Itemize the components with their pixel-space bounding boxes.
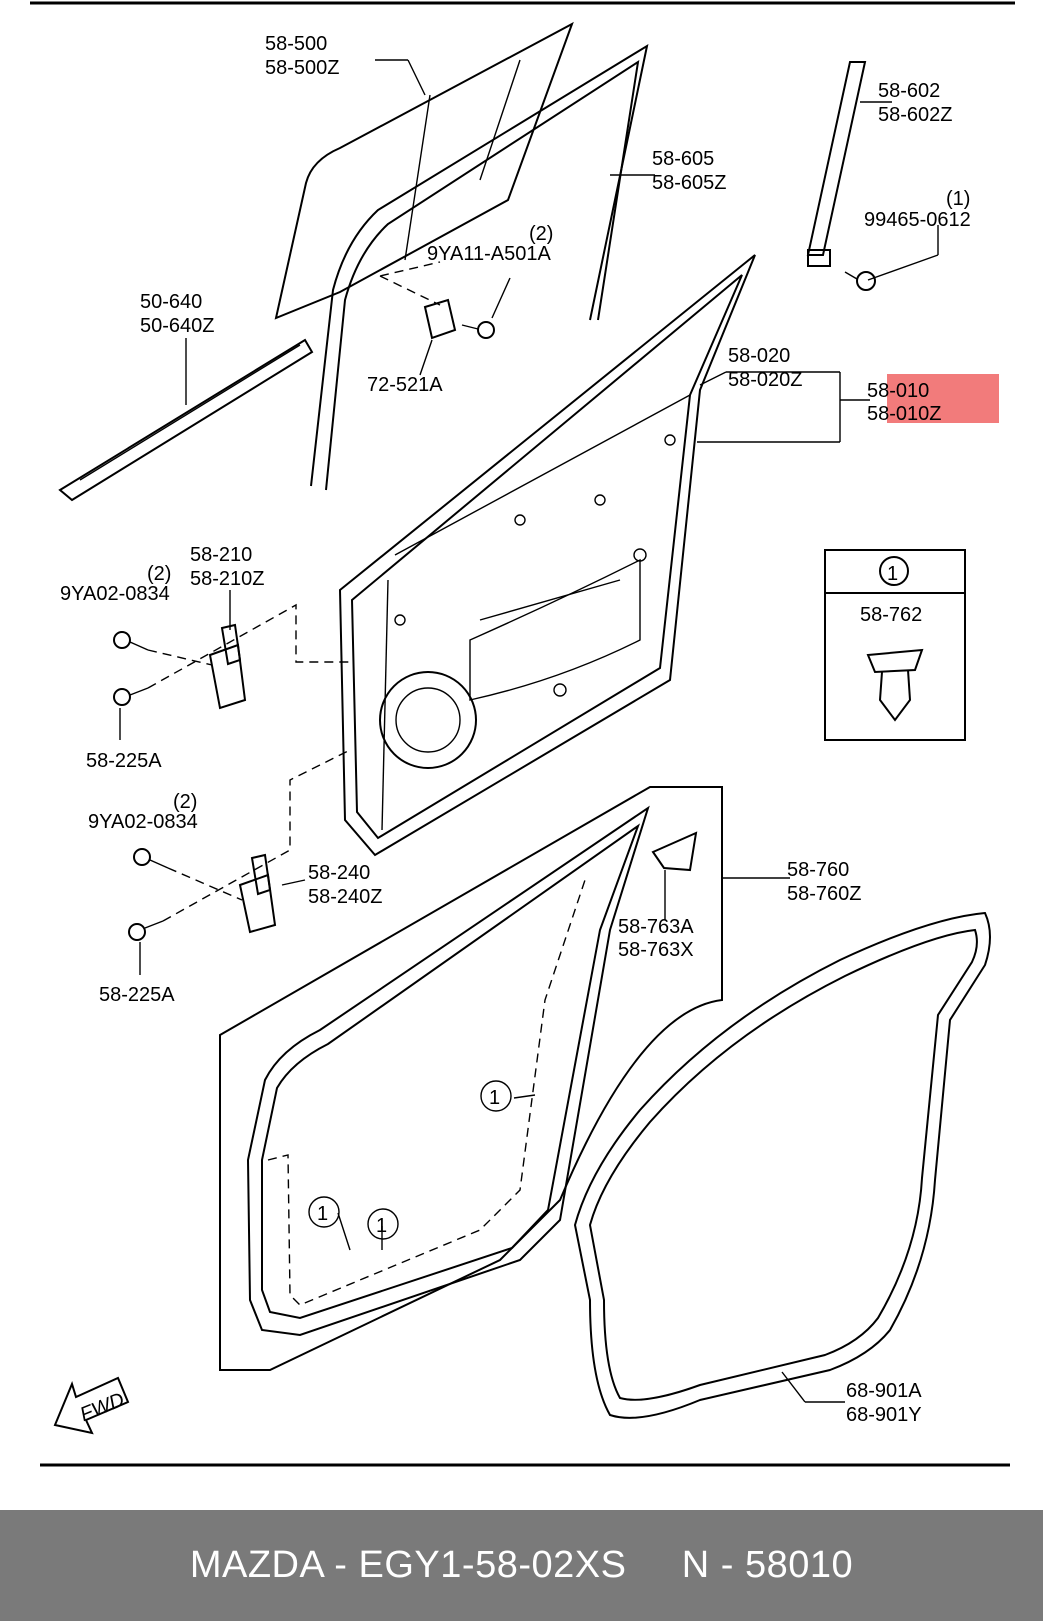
clip-detail-box [824, 549, 966, 741]
label-9ya02-a-qty: (2) [147, 563, 171, 585]
label-72-521a: 72-521A [367, 374, 443, 396]
label-58-763x: 58-763X [618, 939, 694, 961]
label-58-602: 58-602 [878, 80, 940, 102]
label-58-010z: 58-010Z [867, 403, 942, 425]
label-58-602z: 58-602Z [878, 104, 953, 126]
label-58-762: 58-762 [860, 604, 922, 626]
label-58-760z: 58-760Z [787, 883, 862, 905]
footer-brand: MAZDA [189, 1544, 324, 1586]
ref-callout-1a: 1 [480, 1080, 512, 1112]
label-50-640: 50-640 [140, 291, 202, 313]
label-58-020: 58-020 [728, 345, 790, 367]
label-58-210: 58-210 [190, 544, 252, 566]
label-9ya02-b: 9YA02-0834 [88, 811, 198, 833]
label-58-240z: 58-240Z [308, 886, 383, 908]
exploded-parts-diagram: FWD 1 1 1 1 58-500 58-500Z 58-605 58-605… [30, 1, 1015, 1467]
clip-box-ref-label: 1 [887, 563, 898, 585]
label-58-605: 58-605 [652, 148, 714, 170]
weatherstrip-box [219, 786, 723, 1371]
label-58-500: 58-500 [265, 33, 327, 55]
body-weatherstrip-drawing [573, 911, 991, 1419]
label-68-901a: 68-901A [846, 1380, 922, 1402]
label-9ya11-qty: (2) [529, 223, 553, 245]
label-68-901y: 68-901Y [846, 1404, 922, 1426]
label-58-500z: 58-500Z [265, 57, 340, 79]
label-9ya02-b-qty: (2) [173, 791, 197, 813]
label-9ya11-a501a: 9YA11-A501A [427, 243, 551, 265]
glass-bracket-drawing [379, 261, 495, 340]
ref-callout-1b: 1 [308, 1196, 340, 1228]
footer-bar: MAZDA - EGY1-58-02XS N - 58010 [0, 1510, 1043, 1621]
label-58-210z: 58-210Z [190, 568, 265, 590]
ref-callout-1c: 1 [367, 1208, 399, 1240]
label-58-760: 58-760 [787, 859, 849, 881]
label-58-605z: 58-605Z [652, 172, 727, 194]
door-channel-drawing [806, 61, 876, 291]
label-50-640z: 50-640Z [140, 315, 215, 337]
highlight-58-010 [887, 374, 999, 423]
window-sash-drawing [310, 43, 649, 491]
footer-part-number: EGY1-58-02XS [358, 1544, 627, 1586]
fwd-label: FWD [77, 1389, 127, 1426]
upper-hinge-drawing [113, 623, 247, 710]
label-99465-0612: 99465-0612 [864, 209, 971, 231]
fwd-arrow: FWD [53, 1376, 130, 1435]
label-58-020z: 58-020Z [728, 369, 803, 391]
door-body-drawing [338, 254, 756, 857]
label-58-763a: 58-763A [618, 916, 694, 938]
lower-hinge-drawing [128, 848, 277, 941]
footer-text: MAZDA - EGY1-58-02XS N - 58010 [189, 1544, 854, 1586]
belt-molding-drawing [58, 338, 314, 502]
label-58-010: 58-010 [867, 380, 929, 402]
label-99465-qty: (1) [946, 188, 970, 210]
label-9ya02-a: 9YA02-0834 [60, 583, 170, 605]
svg-text:1: 1 [317, 1203, 328, 1225]
label-58-225a-lower: 58-225A [99, 984, 175, 1006]
svg-text:1: 1 [376, 1215, 387, 1237]
label-58-225a-upper: 58-225A [86, 750, 162, 772]
footer-reference: N - 58010 [681, 1544, 854, 1586]
svg-text:1: 1 [489, 1087, 500, 1109]
label-58-240: 58-240 [308, 862, 370, 884]
